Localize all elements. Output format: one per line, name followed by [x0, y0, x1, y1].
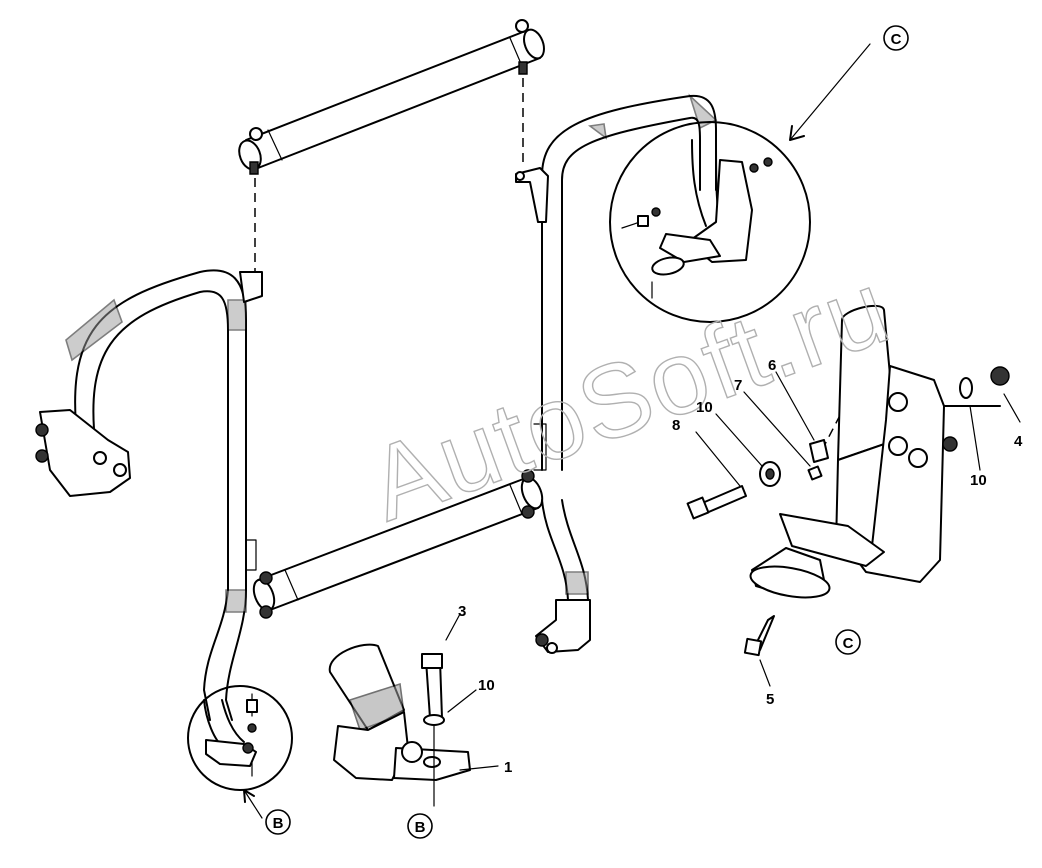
- svg-text:B: B: [415, 819, 426, 836]
- watermark: AutoSoft.ru: [355, 249, 904, 543]
- detail-c-assembly: [743, 304, 1010, 657]
- bottom-crossbar: [252, 469, 544, 619]
- left-frame: [35, 269, 263, 721]
- detail-c-leader-arrow: [789, 125, 805, 141]
- part-number-10-c: 10: [696, 399, 713, 416]
- svg-text:B: B: [273, 815, 284, 832]
- part-number-6: 6: [768, 357, 776, 374]
- detail-b-label-left: B: [265, 809, 291, 835]
- part-number-4: 4: [1014, 433, 1023, 450]
- detail-c-leader: [789, 43, 871, 141]
- top-crossbar: [238, 19, 545, 175]
- detail-b-bracket: [328, 643, 471, 807]
- svg-text:C: C: [891, 31, 902, 48]
- part-number-8: 8: [672, 417, 680, 434]
- detail-b-label: B: [407, 813, 433, 839]
- detail-b-circle: [187, 685, 293, 791]
- leader-lines: [445, 371, 1021, 771]
- detail-c-label: C: [835, 629, 861, 655]
- part-number-1: 1: [504, 759, 512, 776]
- part-number-10-b: 10: [478, 677, 495, 694]
- detail-c-circle: [609, 121, 811, 323]
- part-number-5: 5: [766, 691, 774, 708]
- right-frame: [515, 93, 718, 654]
- part-number-3: 3: [458, 603, 466, 620]
- detail-b-leader: [243, 789, 263, 819]
- detail-c-label-top: C: [883, 25, 909, 51]
- part-number-10-c-right: 10: [970, 472, 987, 489]
- bolt-group: [686, 439, 829, 520]
- part-number-7: 7: [734, 377, 742, 394]
- detail-b-leader-arrow: [243, 789, 255, 803]
- svg-text:C: C: [843, 635, 854, 652]
